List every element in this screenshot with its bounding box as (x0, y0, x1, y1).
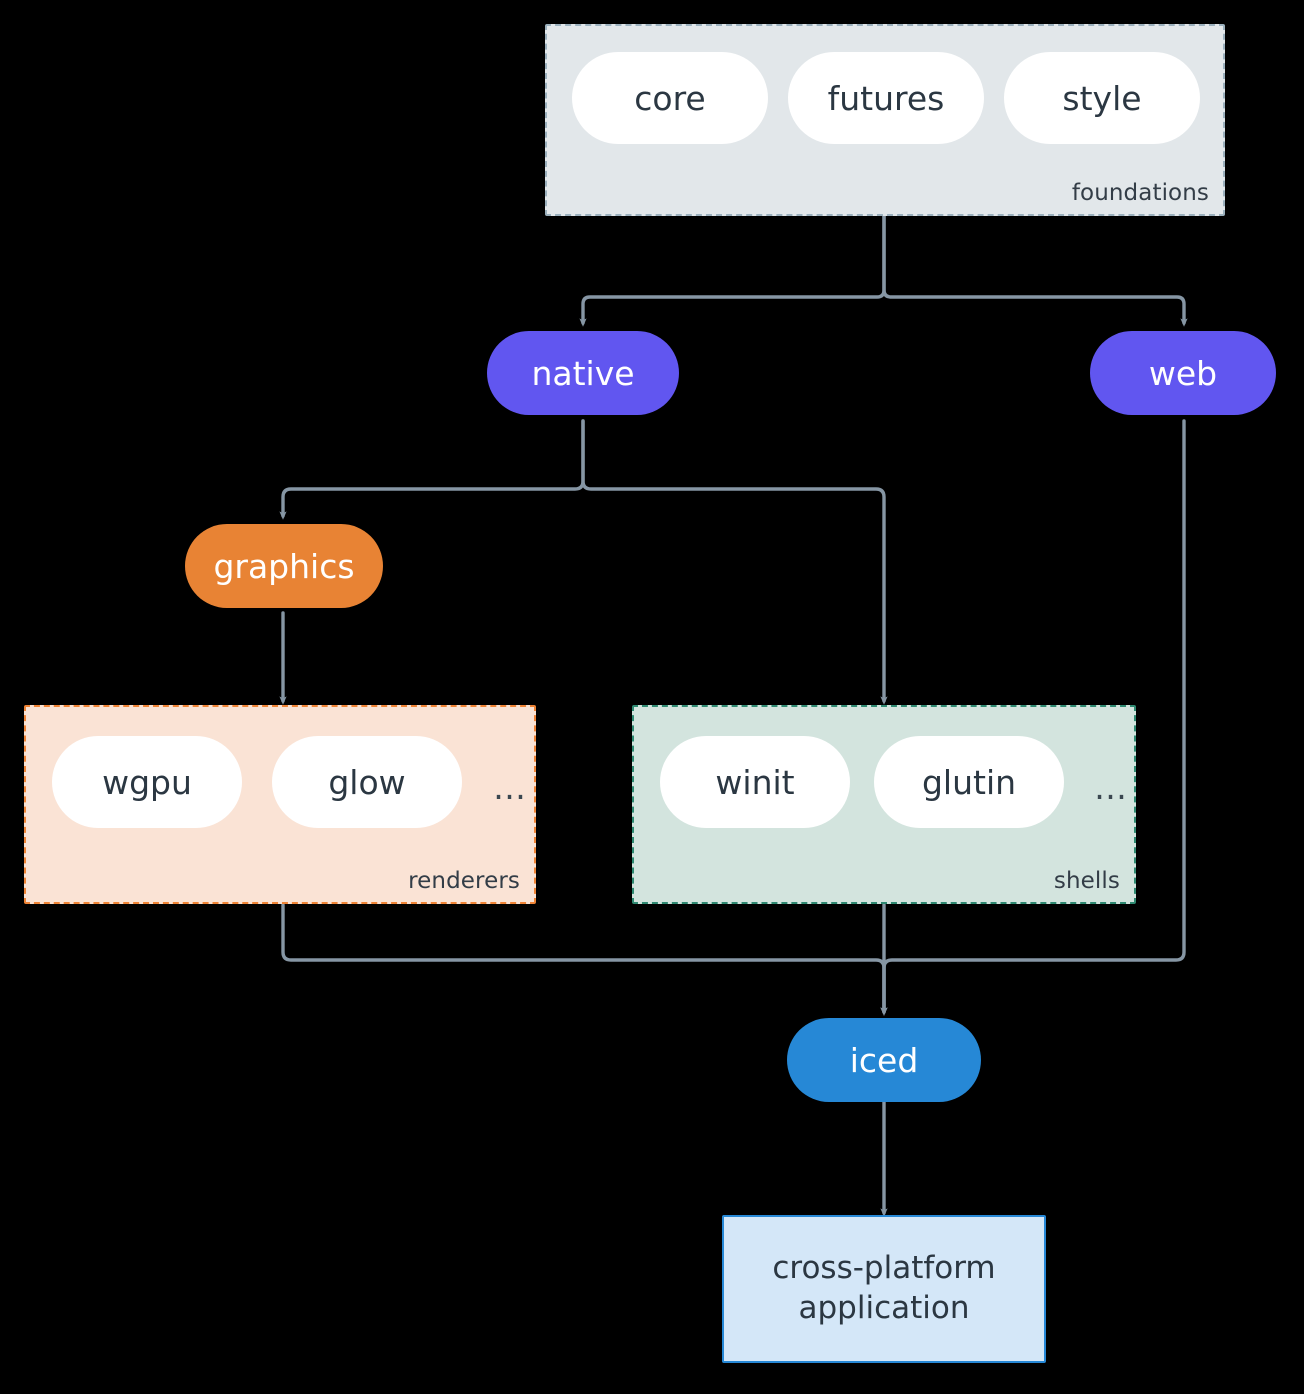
cluster-shells-label: shells (1053, 868, 1120, 894)
node-core[interactable]: core (572, 52, 768, 144)
node-futures-label: futures (827, 78, 945, 118)
node-glutin-label: glutin (921, 762, 1017, 802)
node-glow-label: glow (328, 762, 406, 802)
node-graphics[interactable]: graphics (185, 524, 383, 608)
node-wgpu-label: wgpu (102, 762, 192, 802)
node-iced[interactable]: iced (787, 1018, 981, 1102)
node-application-label-line2: application (798, 1290, 970, 1326)
cluster-shells: winit glutin … shells (632, 705, 1136, 904)
node-shells-more-label: … (1094, 768, 1128, 807)
node-native-label: native (531, 353, 635, 393)
node-renderers-more-label: … (493, 768, 527, 807)
node-style-label: style (1062, 78, 1142, 118)
node-renderers-more: … (485, 771, 535, 804)
cluster-renderers-label: renderers (408, 868, 520, 894)
cluster-renderers: wgpu glow … renderers (24, 705, 536, 904)
edge-renderers-iced (281, 903, 888, 1016)
node-graphics-label: graphics (213, 546, 355, 586)
node-native[interactable]: native (487, 331, 679, 415)
edge-native-graphics (279, 419, 585, 520)
node-futures[interactable]: futures (788, 52, 984, 144)
node-application[interactable]: cross-platform application (722, 1215, 1046, 1363)
node-glutin[interactable]: glutin (874, 736, 1064, 828)
cluster-foundations-label: foundations (1071, 180, 1209, 206)
node-core-label: core (634, 78, 706, 118)
node-application-label-line1: cross-platform (772, 1250, 996, 1287)
edge-foundations-native (579, 214, 886, 327)
node-wgpu[interactable]: wgpu (52, 736, 242, 828)
node-web-label: web (1148, 353, 1218, 393)
node-web[interactable]: web (1090, 331, 1276, 415)
node-glow[interactable]: glow (272, 736, 462, 828)
node-shells-more: … (1086, 771, 1136, 804)
cluster-foundations: core futures style foundations (545, 24, 1225, 216)
node-winit[interactable]: winit (660, 736, 850, 828)
node-iced-label: iced (849, 1040, 919, 1080)
node-style[interactable]: style (1004, 52, 1200, 144)
edge-foundations-web (882, 214, 1188, 327)
node-winit-label: winit (715, 762, 795, 802)
edge-native-shells (581, 419, 888, 705)
